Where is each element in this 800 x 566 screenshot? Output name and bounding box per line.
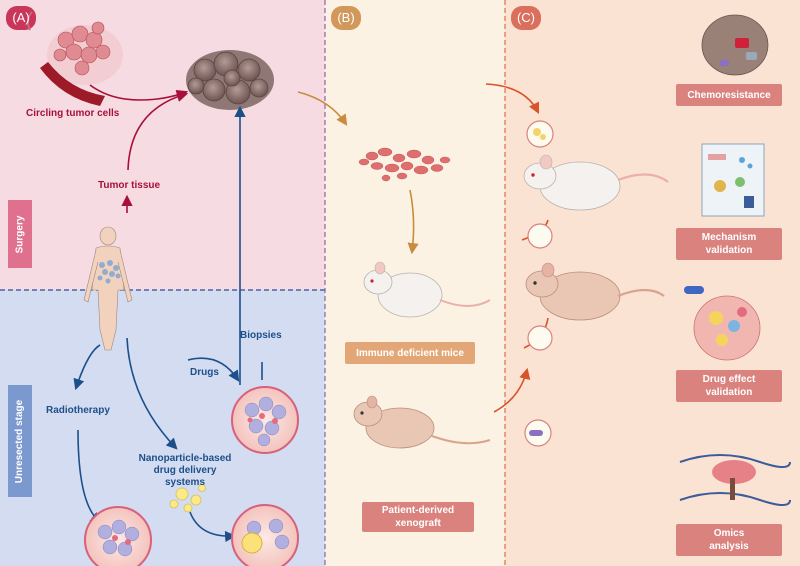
drug-effect-cell-icon <box>684 286 761 361</box>
surgery-tab-label: Surgery <box>14 215 26 253</box>
panel-a-surgery-bg <box>0 0 325 290</box>
arrow-b-to-c-top <box>485 83 540 115</box>
blood-vessel-icon <box>26 11 123 106</box>
unresected-stage-tab-label: Unresected stage <box>14 399 26 483</box>
chemoresistance-cell-icon <box>701 14 769 76</box>
immune-deficient-mice-label: Immune deficient mice <box>356 347 464 359</box>
panel-b-tag-shape <box>331 6 361 30</box>
immune-deficient-mice-pill: Immune deficient mice <box>345 342 475 364</box>
tumor-tissue-icon <box>186 50 274 110</box>
circling-tumor-cells-label: Circling tumor cells <box>26 108 120 119</box>
white-rat-icon <box>523 154 669 211</box>
arrow-ctc-to-tumor <box>89 84 189 101</box>
mechanism-diagram-icon <box>701 143 765 217</box>
omics-label-line1: Omics <box>713 528 745 539</box>
cell-dish-drugs-icon <box>231 386 299 454</box>
drug-dish-upper-icon <box>527 223 553 249</box>
drug-effect-label-line1: Drug effect <box>702 374 756 385</box>
surgery-tab: Surgery <box>8 200 32 268</box>
pill-dish-icon <box>524 419 552 447</box>
drug-dish-top-icon <box>526 120 554 148</box>
biopsies-label: Biopsies <box>240 330 282 341</box>
nanoparticle-label: Nanoparticle-based drug delivery systems <box>130 453 240 489</box>
arrow-tumor-tissue-up <box>127 91 189 171</box>
chemoresistance-pill: Chemoresistance <box>676 84 782 106</box>
arrow-fragments-to-mouse <box>407 189 419 255</box>
unresected-stage-tab: Unresected stage <box>8 385 32 497</box>
omics-label-line2: analysis <box>709 541 749 552</box>
nude-mouse-icon <box>353 395 491 449</box>
arrow-drugs-to-dish <box>187 357 240 382</box>
omics-analysis-pill: Omics analysis <box>676 524 782 556</box>
chemoresistance-label: Chemoresistance <box>687 89 771 101</box>
panel-c-tag: (C) <box>516 10 536 25</box>
arrow-a-to-b <box>297 91 348 126</box>
drug-effect-label-line2: validation <box>705 387 753 398</box>
panel-b-tag: (B) <box>337 10 355 25</box>
arrow-nano-to-dish <box>189 511 237 543</box>
pdx-label-line2: xenograft <box>395 518 441 529</box>
patient-derived-xenograft-pill: Patient-derived xenograft <box>362 502 474 532</box>
tumor-tissue-label: Tumor tissue <box>98 180 161 191</box>
nanoparticle-label-line1: Nanoparticle-based <box>138 453 232 464</box>
radiotherapy-label: Radiotherapy <box>46 405 110 416</box>
nanoparticle-label-line3: systems <box>164 477 206 488</box>
patient-body-icon <box>83 226 133 351</box>
white-mouse-icon <box>363 261 491 318</box>
arrow-b-to-c-bottom <box>493 367 531 413</box>
omics-dna-icon <box>679 454 791 506</box>
arrow-to-nanoparticle <box>126 337 178 450</box>
mechanism-validation-pill: Mechanism validation <box>676 228 782 260</box>
nanoparticle-label-line2: drug delivery <box>153 465 217 476</box>
mechanism-label-line1: Mechanism <box>701 232 757 243</box>
arrow-to-radiotherapy <box>73 344 101 391</box>
cell-dish-nanoparticle-icon <box>231 504 299 566</box>
panel-a-tag: (A) <box>12 10 30 25</box>
drug-effect-validation-pill: Drug effect validation <box>676 370 782 402</box>
brown-rat-icon <box>525 262 665 321</box>
tumor-fragments-icon <box>358 147 451 182</box>
cell-dish-radiotherapy-icon <box>84 506 152 566</box>
drugs-label: Drugs <box>190 367 219 378</box>
nanoparticle-icon <box>169 484 206 513</box>
mechanism-label-line2: validation <box>705 245 753 256</box>
drug-dish-lower-icon <box>527 325 553 351</box>
panel-c-tag-shape <box>511 6 541 30</box>
pdx-label-line1: Patient-derived <box>381 505 455 516</box>
